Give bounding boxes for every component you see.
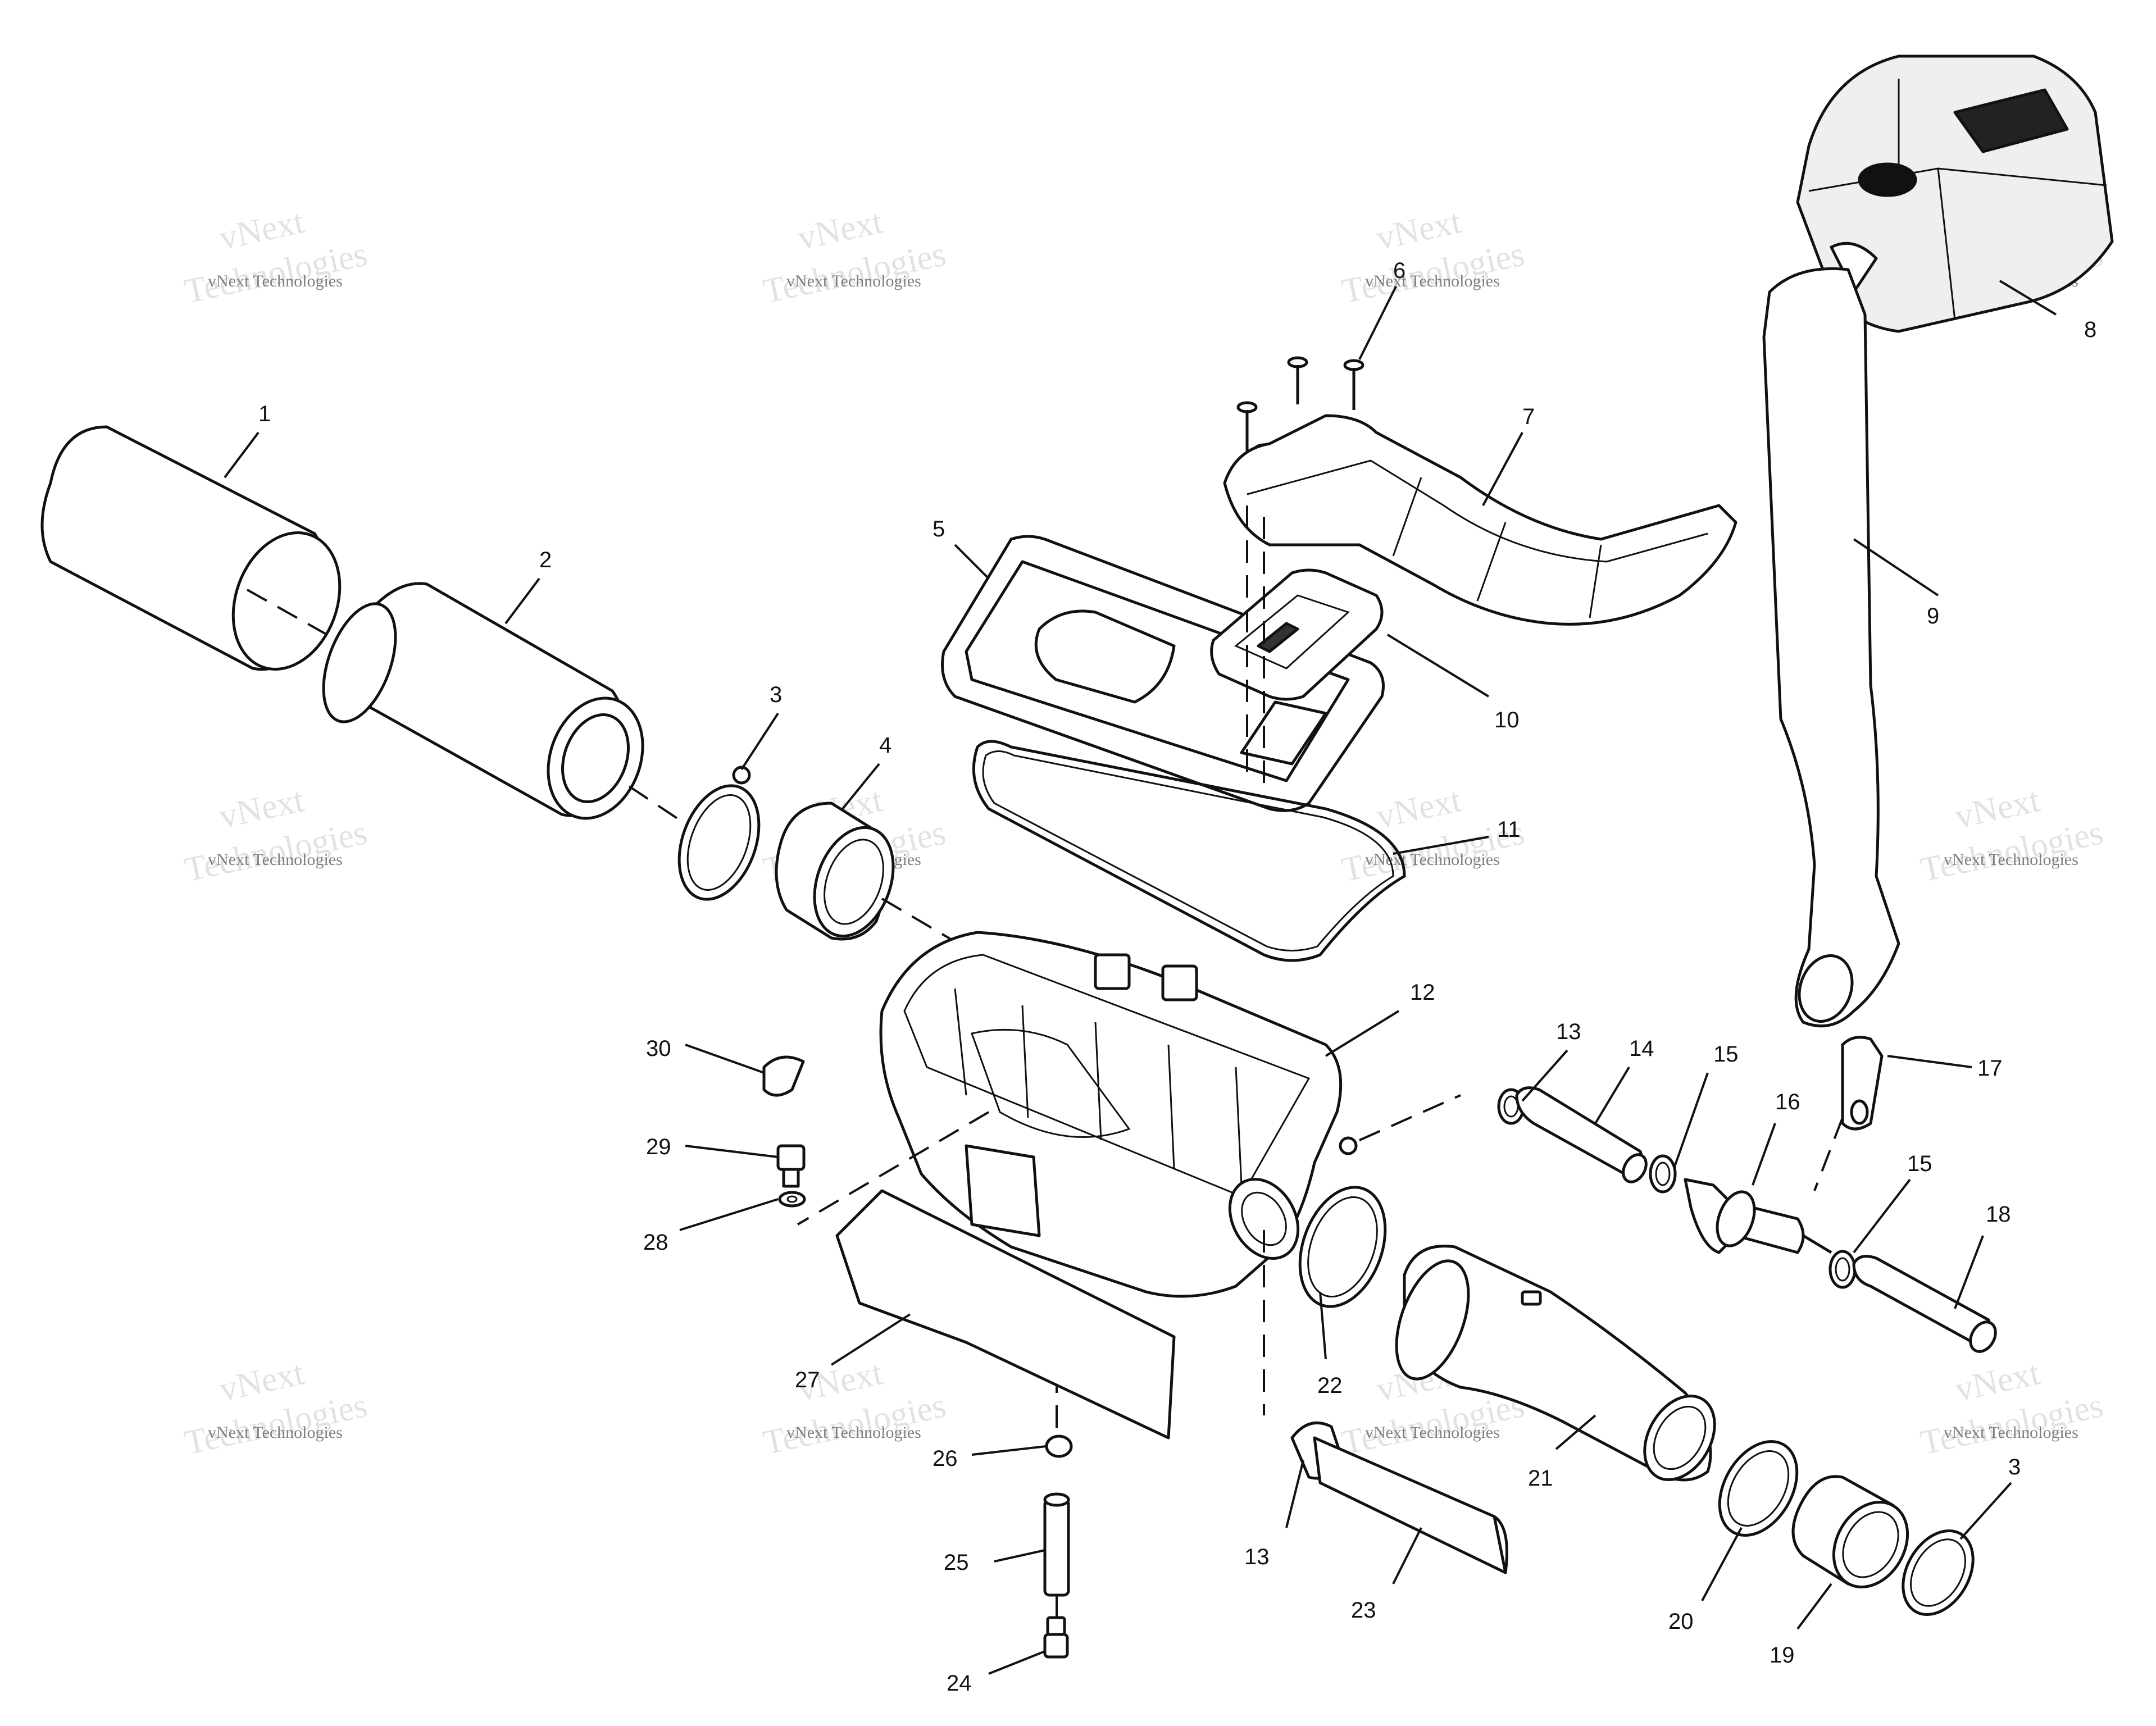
callout-4: 4 — [879, 733, 891, 758]
part-21-outlet-boot — [1395, 1245, 1716, 1482]
part-11-seal — [972, 740, 1406, 962]
callout-29: 29 — [646, 1135, 671, 1159]
part-18-hose — [1852, 1255, 1997, 1353]
part-20-oring — [1718, 1440, 1799, 1537]
callout-20: 20 — [1668, 1609, 1694, 1634]
part-7-intake-duct — [1223, 414, 1737, 626]
callout-10: 10 — [1494, 708, 1520, 732]
svg-text:vNext Technologies: vNext Technologies — [208, 850, 343, 869]
part-9-snorkel — [1762, 79, 1900, 1028]
part-19-coupler — [1791, 1475, 1909, 1588]
callout-21: 21 — [1528, 1466, 1553, 1491]
part-28-washer — [778, 1191, 806, 1208]
svg-text:vNext Technologies: vNext Technologies — [208, 272, 343, 290]
part-3-clamp-right — [1902, 1529, 1975, 1616]
part-23-drain-hose — [1263, 1230, 1508, 1574]
part-3-clamp — [677, 766, 761, 901]
callout-15-upper: 15 — [1713, 1042, 1739, 1067]
svg-text:vNext Technologies: vNext Technologies — [1365, 1423, 1500, 1442]
svg-text:vNext Technologies: vNext Technologies — [1365, 272, 1500, 290]
callout-17: 17 — [1977, 1056, 2003, 1081]
callout-16: 16 — [1775, 1090, 1800, 1114]
watermark: vNext Technologies vNext Technologies — [1339, 202, 1528, 311]
callout-14: 14 — [1629, 1036, 1654, 1061]
callout-3-right: 3 — [2008, 1455, 2021, 1479]
callout-5: 5 — [933, 517, 945, 541]
part-4-adapter — [775, 801, 979, 956]
watermark: vNext Technologies vNext Technologies — [760, 1354, 949, 1462]
callout-13-lower: 13 — [1244, 1545, 1270, 1569]
callout-22: 22 — [1317, 1373, 1343, 1398]
part-24-drain-plug — [1043, 1616, 1069, 1659]
svg-text:vNext Technologies: vNext Technologies — [786, 272, 921, 290]
svg-text:vNext Technologies: vNext Technologies — [1365, 850, 1500, 869]
callout-30: 30 — [646, 1036, 671, 1061]
watermark: vNext Technologies vNext Technologies — [181, 781, 371, 889]
svg-text:vNext Technologies: vNext Technologies — [208, 1423, 343, 1442]
callout-7: 7 — [1522, 404, 1535, 429]
callout-28: 28 — [643, 1230, 668, 1255]
callouts: 1 2 3 4 5 6 7 8 9 10 11 12 13 14 15 16 1… — [258, 258, 2096, 1696]
watermark: vNext Technologies vNext Technologies — [1917, 781, 2107, 889]
callout-13-upper: 13 — [1556, 1019, 1581, 1044]
svg-text:vNext Technologies: vNext Technologies — [1944, 850, 2078, 869]
part-29-bolt — [776, 1144, 806, 1188]
callout-24: 24 — [947, 1671, 972, 1696]
callout-12: 12 — [1410, 980, 1435, 1005]
callout-26: 26 — [933, 1446, 958, 1471]
callout-15-lower: 15 — [1907, 1151, 1932, 1176]
leader-lines — [224, 280, 2057, 1675]
part-2-air-filter — [322, 582, 698, 832]
part-22-oring — [1298, 1186, 1387, 1308]
part-27-side-panel — [835, 1189, 1176, 1440]
part-14-hose — [1515, 1086, 1648, 1183]
part-5-lid — [941, 535, 1385, 812]
callout-9: 9 — [1927, 604, 1939, 629]
callout-27: 27 — [795, 1368, 820, 1392]
part-15-clamp-lower — [1828, 1250, 1857, 1289]
callout-6: 6 — [1393, 258, 1406, 283]
part-25-drain-tube — [1043, 1492, 1070, 1618]
part-8-foam-silencer — [1796, 54, 2114, 333]
part-17-bracket — [1841, 1036, 1884, 1131]
part-15-clamp-upper — [1649, 1154, 1677, 1194]
callout-2: 2 — [539, 548, 552, 572]
svg-text:vNext Technologies: vNext Technologies — [1944, 1423, 2078, 1442]
part-1-prefilter — [40, 425, 342, 671]
callout-18: 18 — [1986, 1202, 2011, 1227]
callout-3: 3 — [770, 682, 782, 707]
watermark: vNext Technologies vNext Technologies — [181, 1354, 371, 1462]
callout-25: 25 — [944, 1550, 969, 1575]
callout-19: 19 — [1770, 1643, 1795, 1668]
callout-11: 11 — [1497, 817, 1521, 842]
watermark: vNext Technologies vNext Technologies — [181, 202, 371, 311]
callout-8: 8 — [2084, 317, 2096, 342]
part-16-valve — [1684, 1117, 1844, 1254]
watermark: vNext Technologies vNext Technologies — [1917, 1354, 2107, 1462]
part-12-airbox — [797, 931, 1461, 1298]
part-30-clip — [762, 1055, 805, 1097]
watermark: vNext Technologies vNext Technologies — [760, 202, 949, 311]
callout-23: 23 — [1351, 1598, 1376, 1623]
part-10-plate — [1210, 505, 1384, 786]
callout-1: 1 — [258, 402, 271, 426]
svg-text:vNext Technologies: vNext Technologies — [786, 1423, 921, 1442]
